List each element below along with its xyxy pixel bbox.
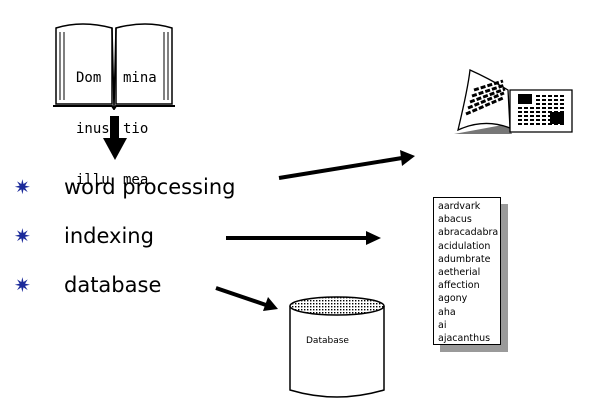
list-item: ai: [438, 319, 447, 331]
list-item: aardvark: [438, 201, 481, 212]
database-cylinder-icon: [289, 296, 385, 398]
arrow-word-processing: [278, 150, 415, 180]
index-word-list: aardvark abacus abracadabra acidulation …: [433, 197, 501, 345]
list-item: abacus: [438, 214, 472, 226]
list-item: abracadabra: [438, 227, 499, 239]
list-item: aetherial: [438, 267, 481, 279]
list-item: ajacanthus: [438, 333, 491, 345]
bullet-label: database: [64, 273, 162, 297]
database-label: Database: [306, 336, 349, 346]
arrow-indexing: [226, 231, 381, 245]
bullet-label: indexing: [64, 224, 154, 248]
bullet-word-processing: ✷ word processing: [14, 172, 235, 202]
star-bullet-icon: ✷: [14, 273, 31, 297]
list-item: affection: [438, 280, 480, 292]
arrow-database: [215, 286, 278, 311]
list-item: adumbrate: [438, 253, 491, 265]
list-item: acidulation: [438, 240, 491, 252]
down-arrow: [103, 116, 127, 160]
book-right-page-text: mina tio mea: [123, 70, 157, 188]
book-left-page-text: Dom inus illu: [76, 70, 110, 188]
bullet-indexing: ✷ indexing: [14, 221, 154, 251]
open-document-icon: [454, 69, 573, 134]
bullet-label: word processing: [64, 175, 236, 199]
list-item: agony: [438, 293, 468, 305]
star-bullet-icon: ✷: [14, 175, 31, 199]
bullet-database: ✷ database: [14, 270, 161, 300]
list-item: aha: [438, 306, 456, 318]
star-bullet-icon: ✷: [14, 224, 31, 248]
open-book-icon: [53, 23, 175, 110]
